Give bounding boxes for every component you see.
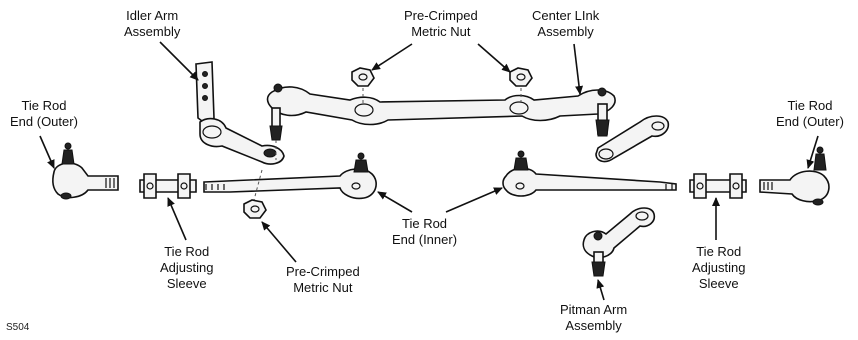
pre-crimped-nut-bottom (243, 199, 267, 219)
label-line: Adjusting (692, 260, 746, 275)
label-idler-arm-assembly: Idler Arm Assembly (124, 8, 180, 40)
label-line: Pre-Crimped (286, 264, 360, 279)
label-line: End (Outer) (776, 114, 844, 129)
label-line: Tie Rod (696, 244, 742, 259)
label-line: Pre-Crimped (404, 8, 478, 23)
label-pitman-arm-assembly: Pitman Arm Assembly (560, 302, 627, 334)
label-line: Tie Rod (787, 98, 833, 113)
label-pre-crimped-nut-bottom: Pre-Crimped Metric Nut (286, 264, 360, 296)
label-line: Sleeve (698, 276, 739, 291)
pitman-arm-assembly (582, 207, 656, 277)
label-line: Center LInk (532, 8, 600, 23)
tie-rod-inner-left (203, 152, 377, 200)
label-tie-rod-end-outer-right: Tie Rod End (Outer) (776, 98, 844, 130)
label-line: Idler Arm (126, 8, 179, 23)
label-line: Adjusting (160, 260, 214, 275)
label-tie-rod-end-outer-left: Tie Rod End (Outer) (10, 98, 78, 130)
label-adjusting-sleeve-left: Tie Rod Adjusting Sleeve (160, 244, 213, 292)
adjusting-sleeve-right (689, 173, 747, 199)
label-line: Tie Rod (164, 244, 210, 259)
pitman-arm-upper (595, 115, 670, 163)
leader-lines (39, 41, 819, 301)
label-center-link-assembly: Center LInk Assembly (532, 8, 599, 40)
adjusting-sleeve-left (139, 173, 197, 199)
label-line: Tie Rod (21, 98, 67, 113)
pre-crimped-nut-left-top (351, 67, 375, 87)
label-line: Metric Nut (293, 280, 353, 295)
idler-arm-assembly (195, 61, 285, 165)
label-line: Tie Rod (402, 216, 448, 231)
label-line: Assembly (124, 24, 181, 39)
label-line: Pitman Arm (560, 302, 628, 317)
tie-rod-end-outer-left (52, 142, 119, 200)
tie-rod-inner-right (502, 150, 677, 197)
label-tie-rod-end-inner: Tie Rod End (Inner) (392, 216, 457, 248)
label-adjusting-sleeve-right: Tie Rod Adjusting Sleeve (692, 244, 745, 292)
label-line: End (Inner) (392, 232, 458, 247)
center-link-assembly (266, 83, 616, 141)
pre-crimped-nut-right-top (509, 67, 533, 87)
label-line: Metric Nut (411, 24, 471, 39)
figure-code: S504 (6, 322, 30, 333)
label-line: Sleeve (166, 276, 207, 291)
label-line: End (Outer) (10, 114, 78, 129)
label-pre-crimped-nut-top: Pre-Crimped Metric Nut (404, 8, 478, 40)
label-line: Assembly (537, 24, 594, 39)
label-line: Assembly (565, 318, 622, 333)
tie-rod-end-outer-right (759, 146, 830, 206)
